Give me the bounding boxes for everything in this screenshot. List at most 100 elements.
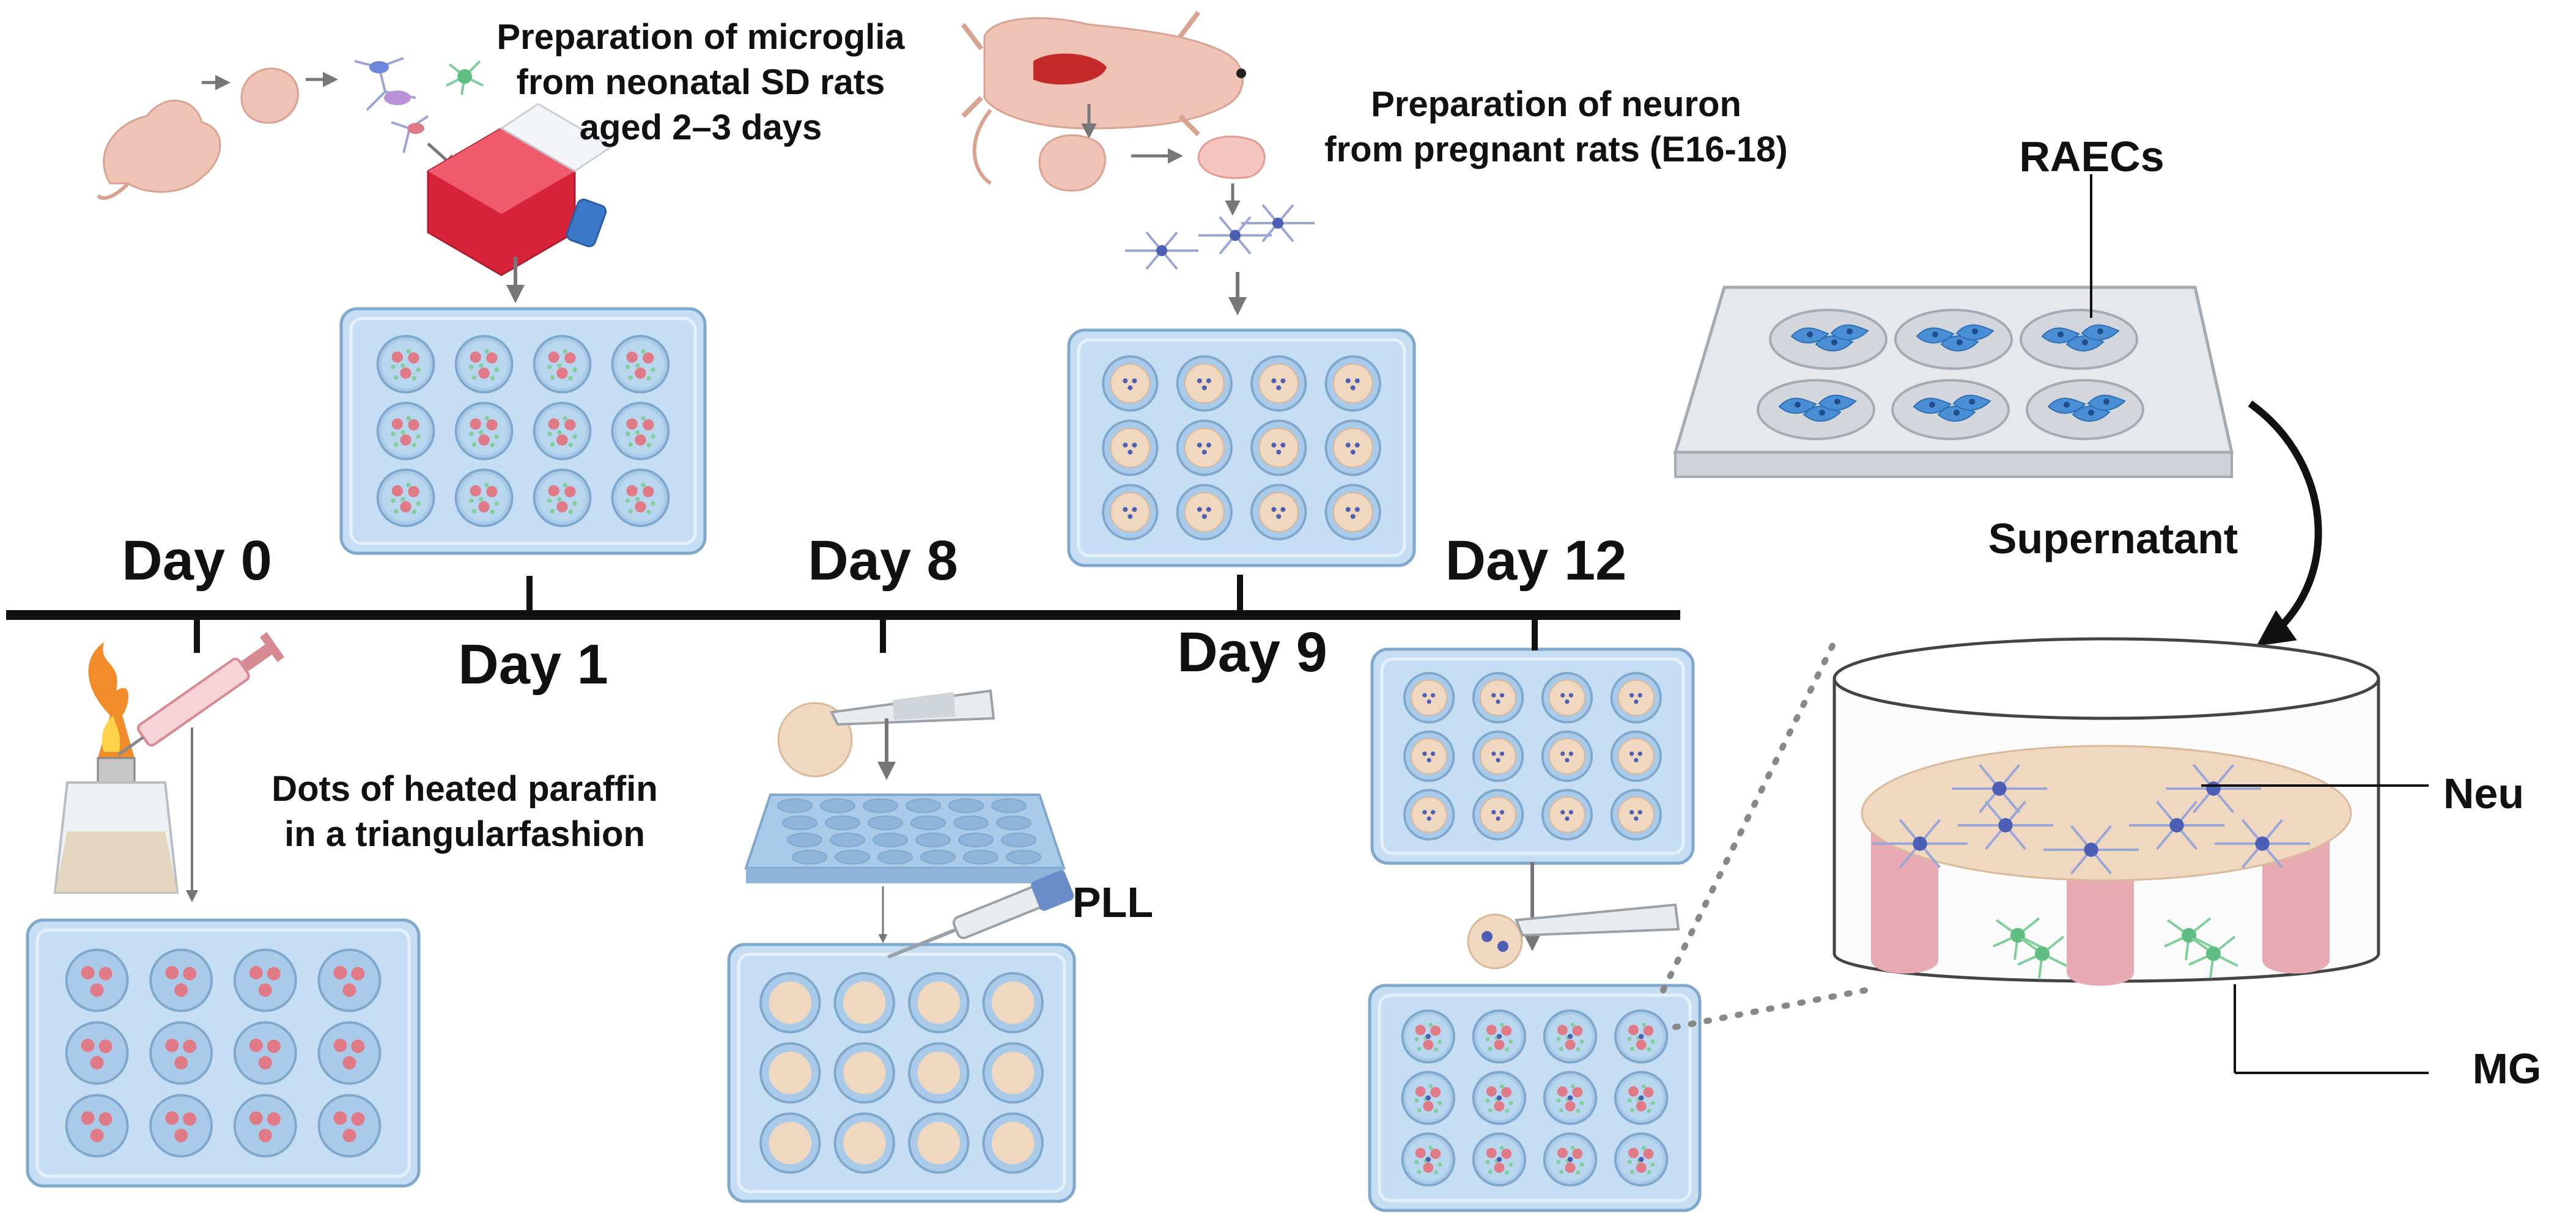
well [611, 334, 670, 394]
well [1324, 484, 1381, 540]
well [1401, 1009, 1456, 1064]
neuron-cell [1241, 204, 1315, 243]
well [1001, 833, 1036, 847]
paraffin-dot-plate [26, 918, 421, 1188]
well [1102, 484, 1159, 540]
well [1250, 484, 1307, 540]
well [1472, 1132, 1527, 1187]
neuron-cell [2129, 800, 2224, 850]
well [1006, 850, 1041, 864]
well [149, 1021, 213, 1085]
24-well-plate-icon [744, 794, 1066, 883]
well [915, 833, 951, 847]
forceps-icon-2 [1515, 903, 1680, 937]
day0-label: Day 0 [122, 529, 272, 592]
well [65, 948, 129, 1012]
syringe-icon [117, 632, 285, 756]
well [1250, 419, 1307, 476]
coculture-plate [1368, 984, 1702, 1212]
well [1403, 730, 1455, 783]
well [1541, 672, 1593, 724]
well [963, 850, 998, 864]
well [1472, 672, 1524, 724]
well [1614, 1070, 1669, 1125]
well [1324, 419, 1381, 476]
well [1324, 355, 1381, 412]
well [833, 971, 895, 1034]
well [1176, 484, 1233, 540]
day8-label: Day 8 [808, 529, 958, 592]
well [149, 948, 213, 1012]
well [65, 1094, 129, 1158]
well [1102, 355, 1159, 412]
well [533, 402, 592, 460]
alcohol-lamp-icon [53, 642, 179, 894]
neuron-cell [1952, 764, 2047, 814]
well [1543, 1132, 1598, 1187]
day1-label: Day 1 [458, 633, 608, 696]
microglia-cell [2017, 935, 2067, 979]
well [454, 334, 514, 394]
coverslip-icon [777, 702, 853, 778]
well [1176, 355, 1233, 412]
supernatant-label: Supernatant [1988, 515, 2238, 562]
neuron-cell [2215, 819, 2310, 869]
transwell-insert-membrane [1861, 745, 2352, 882]
well [1176, 419, 1233, 476]
well [908, 971, 970, 1034]
neuron-cell [1125, 231, 1198, 270]
day9-label: Day 9 [1177, 621, 1327, 683]
coverslip-pll-step: PLL [744, 689, 1153, 959]
supernatant-arrow [2248, 400, 2322, 646]
culture-flask-icon [427, 103, 613, 276]
transwell-microglia [1993, 917, 2238, 979]
well [908, 1042, 970, 1104]
well [906, 798, 941, 813]
microglia-caption-line2: from neonatal SD rats [517, 62, 885, 102]
well [317, 1094, 382, 1158]
well [317, 1021, 382, 1085]
well [1472, 789, 1524, 841]
well [759, 1042, 821, 1104]
well [1403, 789, 1455, 841]
day12-label: Day 12 [1445, 529, 1627, 592]
well [65, 1021, 129, 1085]
well [991, 798, 1027, 813]
well [759, 971, 821, 1034]
well [948, 798, 984, 813]
microglia-preparation: Preparation of microglia from neonatal S… [96, 17, 905, 303]
well [908, 1112, 970, 1174]
well [833, 1112, 895, 1174]
raecs-plate: RAECs [1673, 133, 2234, 478]
well [868, 816, 903, 830]
well [1610, 789, 1662, 841]
paraffin-caption-line2: in a triangularfashion [284, 814, 645, 854]
well [953, 816, 989, 830]
pregnant-rat-icon [961, 10, 1246, 185]
raecs-label: RAECs [2019, 133, 2164, 180]
well [149, 1094, 213, 1158]
pll-label: PLL [1072, 878, 1153, 926]
well [1401, 1132, 1456, 1187]
well [910, 816, 946, 830]
well [1102, 419, 1159, 476]
well [454, 402, 514, 460]
well [533, 468, 592, 528]
neuron-network-icon [1125, 204, 1315, 270]
well [782, 816, 817, 830]
well [877, 850, 913, 864]
neuron-cell [2043, 825, 2139, 875]
well [830, 833, 865, 847]
well [1403, 672, 1455, 724]
well [376, 402, 435, 460]
well [1610, 730, 1662, 783]
well [835, 850, 870, 864]
transwell-coculture: Neu MG [1832, 637, 2541, 1092]
well [1543, 1070, 1598, 1125]
rat-brain-icon [240, 67, 299, 124]
microglia-caption-line3: aged 2–3 days [580, 108, 822, 147]
well [777, 798, 813, 813]
well [982, 971, 1044, 1034]
neuron-cell [1198, 216, 1272, 255]
well [873, 833, 908, 847]
